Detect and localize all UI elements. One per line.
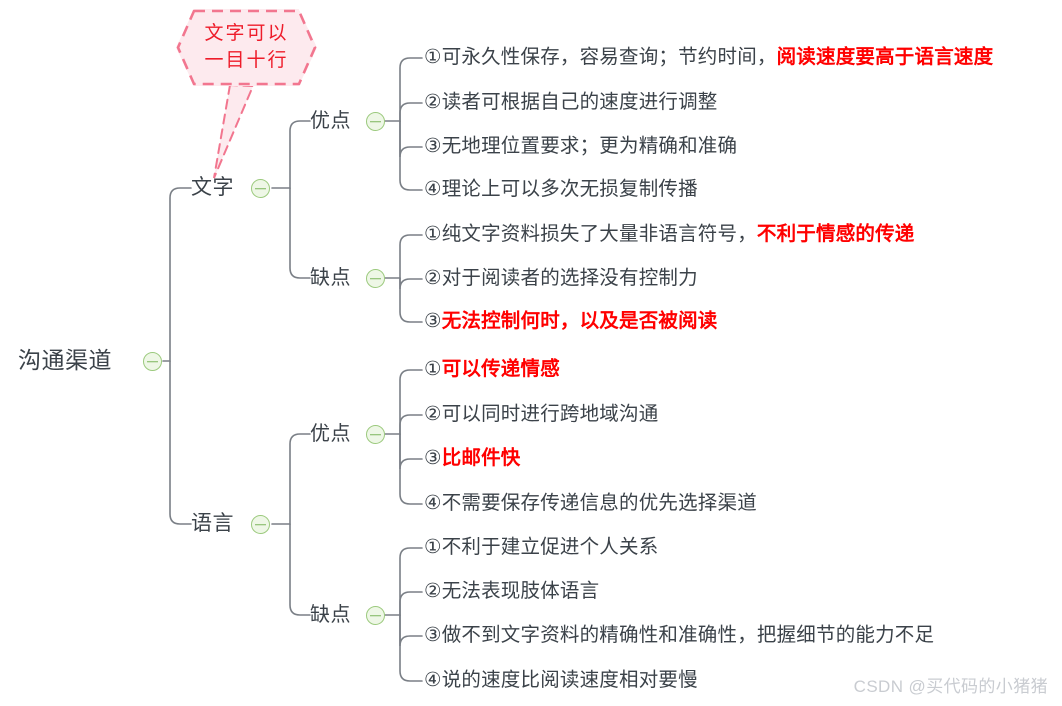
leaf-item-text: 可以传递情感	[441, 358, 560, 380]
leaf-item-text: 不需要保存传递信息的优先选择渠道	[441, 492, 757, 514]
callout-tail	[213, 83, 255, 179]
leaf-item-text: 对于阅读者的选择没有控制力	[441, 267, 698, 289]
callout-border	[176, 9, 317, 86]
node-root[interactable]: 沟通渠道	[18, 347, 112, 373]
callout-shape	[176, 9, 317, 86]
callout-line-1: 文字可以	[204, 22, 289, 44]
leaf-item[interactable]: ②读者可根据自己的速度进行调整	[424, 91, 718, 113]
callout-line-2: 一目十行	[204, 49, 289, 71]
leaf-item-text: 理论上可以多次无损复制传播	[441, 178, 698, 200]
leaf-item[interactable]: ①不利于建立促进个人关系	[424, 536, 659, 558]
leaf-item-emphasis: 阅读速度要高于语言速度	[776, 46, 994, 68]
node-branch-yuyan[interactable]: 语言	[191, 512, 234, 535]
leaf-item-text: 不利于建立促进个人关系	[441, 536, 659, 558]
leaf-item-number: ③	[424, 447, 442, 469]
callout-text: 文字可以 一目十行	[176, 9, 317, 86]
leaf-item[interactable]: ②对于阅读者的选择没有控制力	[424, 267, 698, 289]
leaf-item-number: ④	[424, 178, 442, 200]
leaf-item-text: 做不到文字资料的精确性和准确性，把握细节的能力不足	[441, 624, 935, 646]
node-group-yuyan-youdian[interactable]: 优点	[310, 423, 351, 445]
leaf-item[interactable]: ①可永久性保存，容易查询；节约时间，阅读速度要高于语言速度	[424, 46, 994, 68]
node-group-wenzi-quedian[interactable]: 缺点	[310, 267, 351, 289]
leaf-item-number: ①	[424, 358, 442, 380]
toggle-group-wenzi-youdian[interactable]	[366, 112, 385, 131]
toggle-group-yuyan-youdian[interactable]	[366, 425, 385, 444]
leaf-item-text: 可永久性保存，容易查询；节约时间，	[441, 46, 777, 68]
node-group-yuyan-quedian[interactable]: 缺点	[310, 604, 351, 626]
leaf-item-number: ①	[424, 223, 442, 245]
leaf-item[interactable]: ④不需要保存传递信息的优先选择渠道	[424, 492, 757, 514]
toggle-group-yuyan-quedian[interactable]	[366, 606, 385, 625]
leaf-item[interactable]: ④说的速度比阅读速度相对要慢	[424, 669, 698, 691]
leaf-item[interactable]: ①纯文字资料损失了大量非语言符号，不利于情感的传递	[424, 223, 915, 245]
leaf-item-text: 可以同时进行跨地域沟通	[441, 403, 659, 425]
leaf-item-number: ②	[424, 580, 442, 602]
leaf-item-text: 比邮件快	[441, 447, 521, 469]
leaf-item-text: 纯文字资料损失了大量非语言符号，	[441, 223, 757, 245]
leaf-item-number: ①	[424, 46, 442, 68]
leaf-item-number: ④	[424, 669, 442, 691]
node-branch-wenzi[interactable]: 文字	[191, 176, 234, 199]
leaf-item[interactable]: ③比邮件快	[424, 447, 521, 469]
leaf-item-text: 读者可根据自己的速度进行调整	[441, 91, 718, 113]
callout-bubble: 文字可以 一目十行	[176, 9, 317, 86]
leaf-item-number: ②	[424, 403, 442, 425]
toggle-root[interactable]	[143, 352, 162, 371]
leaf-item[interactable]: ②无法表现肢体语言	[424, 580, 600, 602]
leaf-item[interactable]: ③无法控制何时，以及是否被阅读	[424, 310, 718, 332]
leaf-item-number: ③	[424, 310, 442, 332]
leaf-item[interactable]: ④理论上可以多次无损复制传播	[424, 178, 698, 200]
leaf-item-text: 说的速度比阅读速度相对要慢	[441, 669, 698, 691]
leaf-item-number: ②	[424, 91, 442, 113]
toggle-group-wenzi-quedian[interactable]	[366, 269, 385, 288]
leaf-item[interactable]: ③无地理位置要求；更为精确和准确	[424, 135, 738, 157]
leaf-item-text: 无法表现肢体语言	[441, 580, 600, 602]
leaf-item-number: ③	[424, 135, 442, 157]
leaf-item[interactable]: ③做不到文字资料的精确性和准确性，把握细节的能力不足	[424, 624, 935, 646]
leaf-item-number: ①	[424, 536, 442, 558]
node-group-wenzi-youdian[interactable]: 优点	[310, 110, 351, 132]
toggle-branch-wenzi[interactable]	[251, 179, 270, 198]
leaf-item[interactable]: ②可以同时进行跨地域沟通	[424, 403, 659, 425]
leaf-item-text: 无法控制何时，以及是否被阅读	[441, 310, 718, 332]
toggle-branch-yuyan[interactable]	[251, 515, 270, 534]
watermark: CSDN @买代码的小猪猪	[853, 677, 1048, 696]
leaf-item-number: ④	[424, 492, 442, 514]
leaf-item-text: 无地理位置要求；更为精确和准确	[441, 135, 738, 157]
leaf-item-number: ②	[424, 267, 442, 289]
leaf-item-emphasis: 不利于情感的传递	[756, 223, 915, 245]
leaf-item-number: ③	[424, 624, 442, 646]
leaf-item[interactable]: ①可以传递情感	[424, 358, 560, 380]
